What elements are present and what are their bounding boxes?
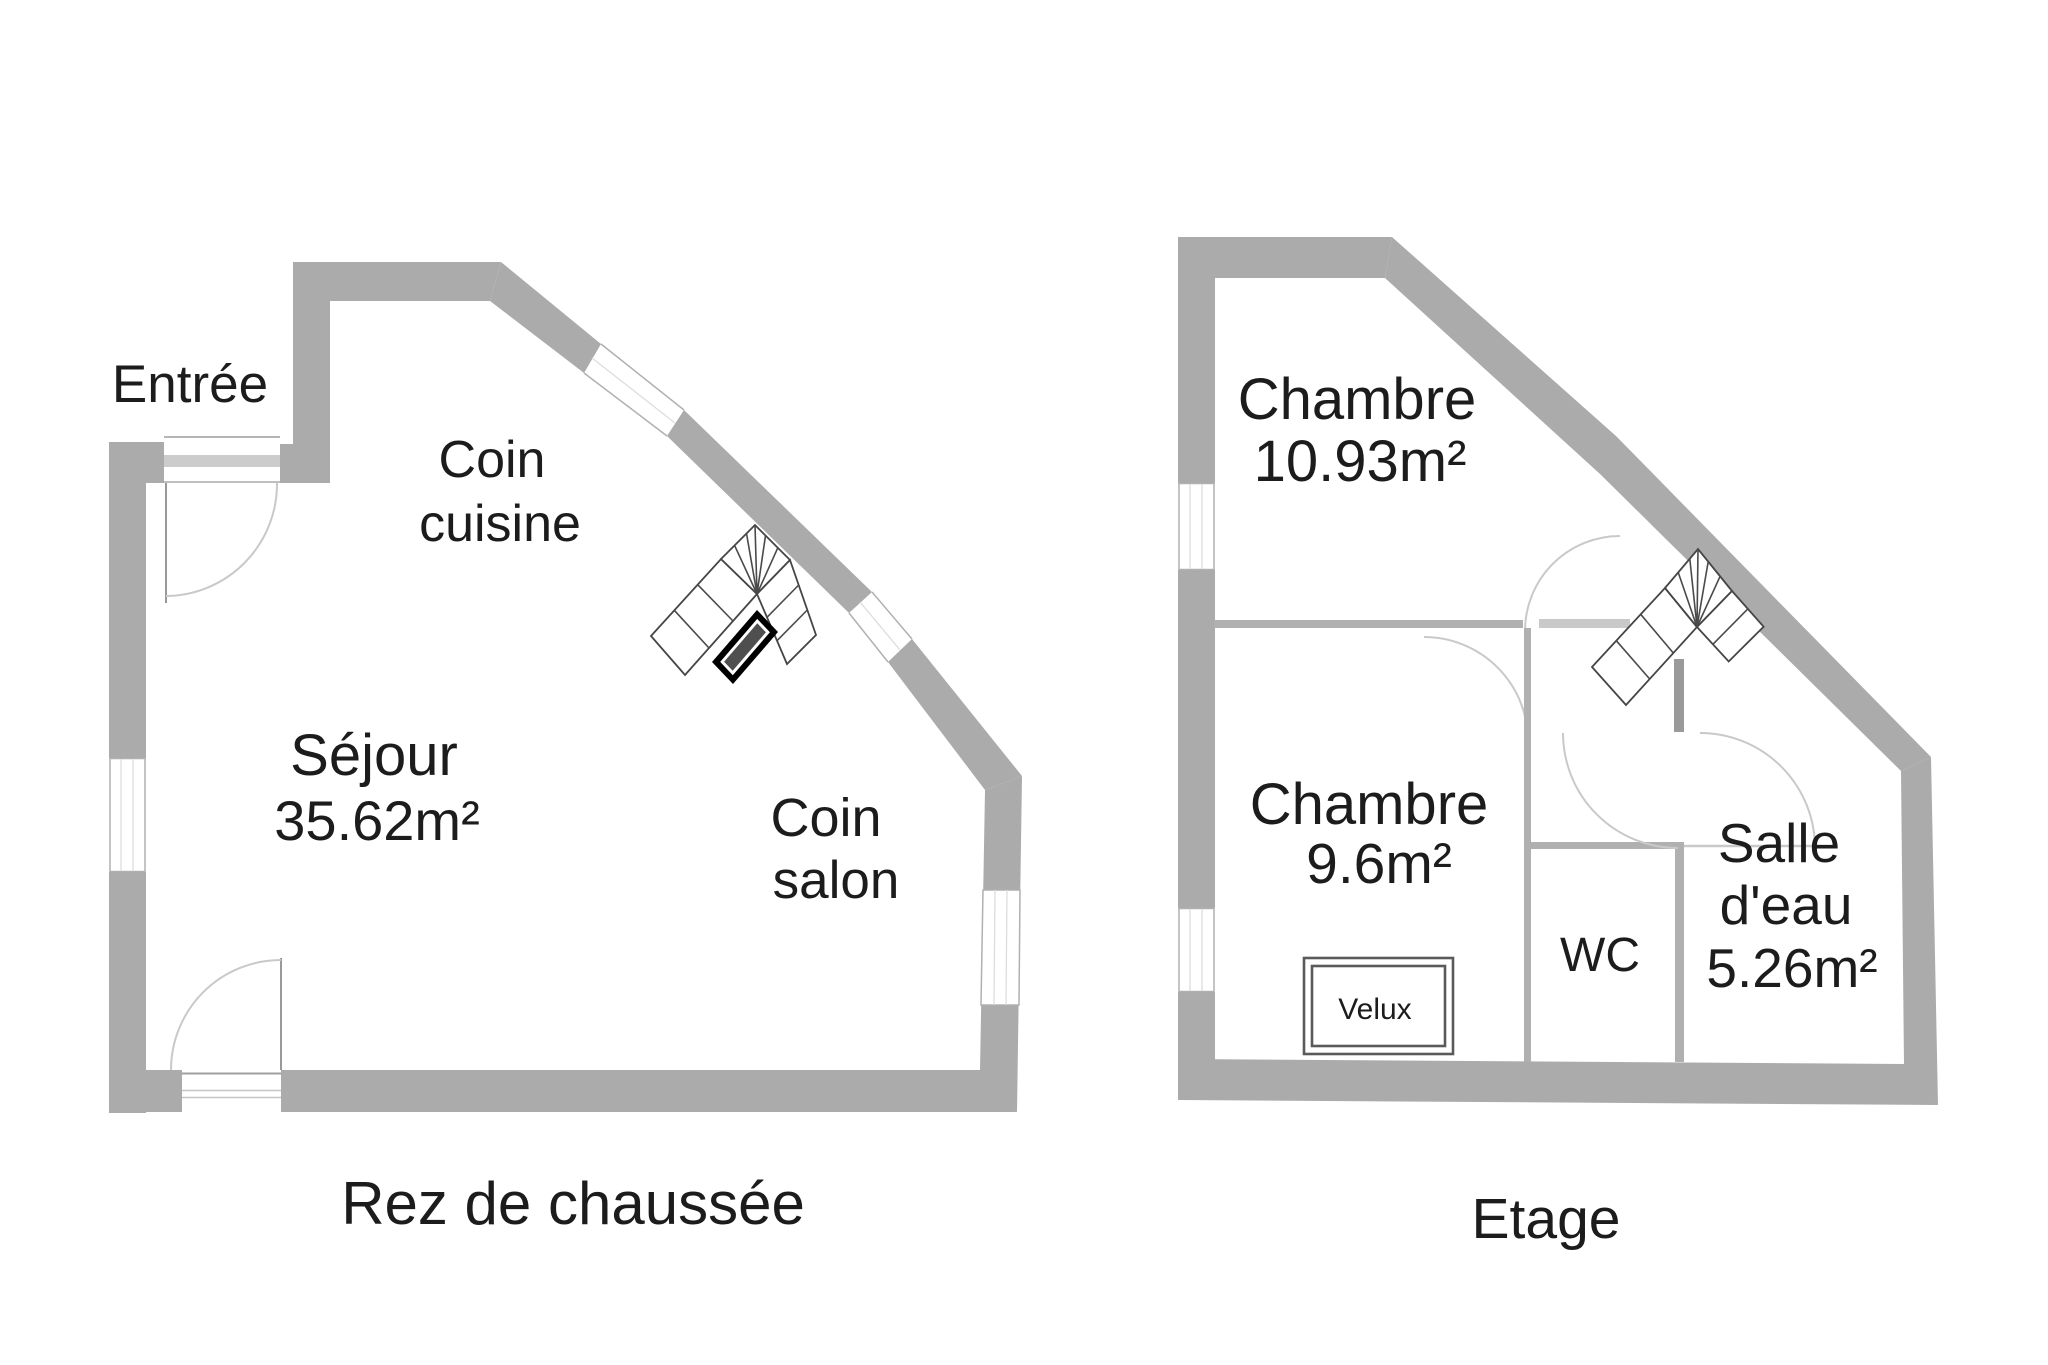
svg-text:Chambre: Chambre (1238, 367, 1477, 432)
svg-text:Etage: Etage (1472, 1187, 1621, 1251)
svg-text:d'eau: d'eau (1720, 874, 1853, 936)
svg-text:Velux: Velux (1338, 993, 1411, 1026)
svg-text:salon: salon (773, 851, 900, 910)
svg-text:Salle: Salle (1718, 812, 1840, 874)
svg-text:5.26m²: 5.26m² (1706, 937, 1877, 999)
svg-text:Rez de chaussée: Rez de chaussée (341, 1170, 805, 1237)
svg-text:WC: WC (1560, 929, 1640, 982)
svg-text:Séjour: Séjour (290, 723, 458, 788)
svg-text:9.6m²: 9.6m² (1306, 832, 1452, 896)
svg-text:35.62m²: 35.62m² (274, 789, 479, 852)
svg-text:Coin: Coin (770, 788, 881, 848)
svg-text:cuisine: cuisine (419, 495, 581, 553)
svg-text:Chambre: Chambre (1250, 772, 1489, 837)
svg-text:Entrée: Entrée (112, 355, 268, 414)
svg-text:Coin: Coin (439, 431, 546, 489)
svg-text:10.93m²: 10.93m² (1254, 429, 1467, 494)
